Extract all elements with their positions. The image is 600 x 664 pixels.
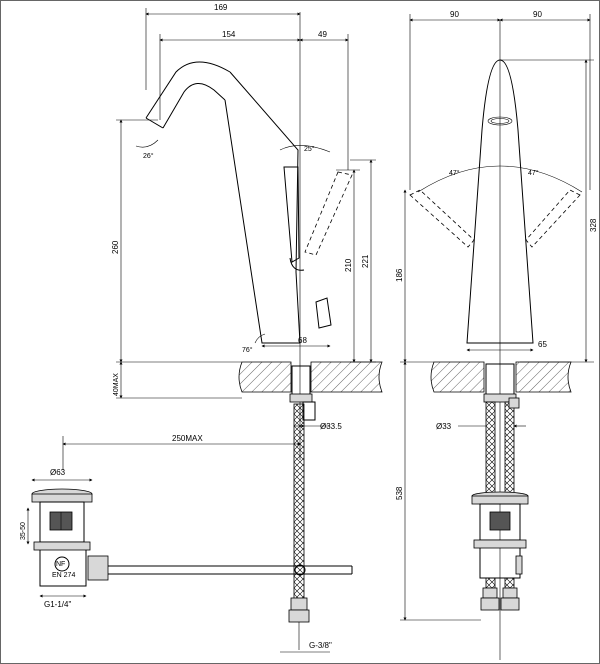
- dim-spout-angle: 26°: [143, 152, 154, 160]
- dim-height-lever: 210: [344, 258, 353, 272]
- lever-swung-dashed: [304, 171, 353, 256]
- spout-side: [145, 61, 231, 129]
- dim-waste-diameter: Ø63: [50, 468, 66, 477]
- faucet-body-side: [224, 71, 301, 344]
- dim-height-front: 328: [589, 218, 598, 232]
- lever-swung-left: [409, 189, 475, 248]
- dim-lever-offset: 49: [318, 30, 327, 39]
- deck-section-side: [238, 361, 292, 393]
- dim-lever-angle-right: 47°: [528, 169, 539, 177]
- front-view: 90 90 47° 47° 328 186 538 65 Ø33: [395, 10, 598, 660]
- dim-base-width-front: 65: [538, 340, 547, 349]
- braided-hose-front-right: [504, 401, 515, 497]
- dim-height-body: 186: [395, 268, 404, 282]
- nf-logo: [54, 556, 70, 572]
- dim-waste-thread: G1-1/4": [44, 600, 71, 609]
- dim-top-width: 169: [214, 3, 228, 12]
- dim-shank-diameter-side: Ø33.5: [320, 422, 342, 431]
- dim-waste-height: 35-50: [20, 522, 27, 540]
- side-view: 169 154 49 26° 25° 260 40MAX 210 221 76°…: [62, 3, 383, 653]
- dim-hose-length: 538: [395, 486, 404, 500]
- waste-assembly: NF EN 274 Ø63 35-50 G1-1/4": [20, 468, 353, 609]
- dim-shank-diameter-front: Ø33: [436, 422, 452, 431]
- dim-spout-reach: 154: [222, 30, 236, 39]
- dim-deck-thickness: 40MAX: [113, 373, 120, 396]
- nf-logo-code: EN 274: [52, 572, 75, 579]
- dim-height-total-side: 221: [361, 254, 370, 268]
- dim-half-left: 90: [450, 10, 459, 19]
- lever-swung-right: [525, 189, 581, 248]
- dim-hose-thread: G-3/8": [309, 641, 332, 650]
- dim-base-width: 68: [298, 336, 307, 345]
- braided-hose-front-left: [485, 401, 496, 497]
- dim-height-spout: 260: [111, 240, 120, 254]
- dim-waste-reach: 250MAX: [172, 434, 203, 443]
- dim-lever-angle-side: 25°: [304, 145, 315, 153]
- dim-lever-angle-left: 47°: [449, 169, 460, 177]
- dim-half-right: 90: [533, 10, 542, 19]
- lever-side: [283, 166, 300, 263]
- dim-base-angle: 76°: [242, 346, 253, 354]
- deck-section-front: [430, 361, 485, 393]
- nf-logo-text: NF: [56, 561, 65, 568]
